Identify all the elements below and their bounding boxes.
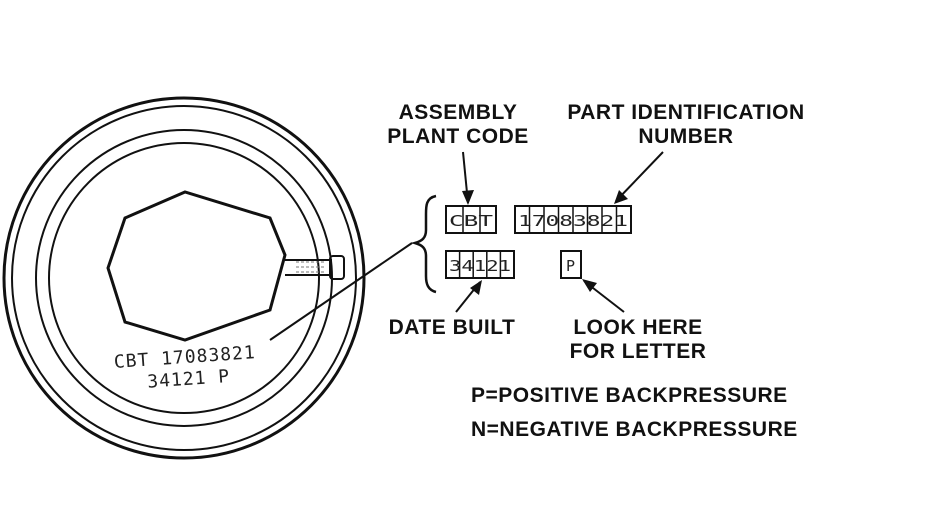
positive-legend: P=POSITIVE BACKPRESSURE [471,384,788,407]
letter-box: P [560,250,582,279]
part-label-line-2: NUMBER [638,125,733,148]
stamp-leader-line [269,242,413,341]
plant-code-box: CBT [445,205,497,234]
valve-body [2,96,366,460]
part-arrow-head [614,190,628,204]
plant-code-value: CBT [449,212,493,230]
date-code-value: 34121 [449,257,511,275]
look-label-line-1: LOOK HERE [573,316,702,339]
part-number-value: 17083821 [518,212,628,230]
date-built-label: DATE BUILT [389,316,516,339]
date-arrow-head [470,280,482,295]
assembly-arrow-head [462,190,474,205]
negative-legend: N=NEGATIVE BACKPRESSURE [471,418,798,441]
assembly-label-line-1: ASSEMBLY [399,101,518,124]
look-arrow-head [582,279,597,292]
letter-value: P [566,257,575,275]
diaphragm-plate [106,190,287,342]
date-code-box: 34121 [445,250,515,279]
look-label-line-2: FOR LETTER [570,340,707,363]
assembly-label-line-2: PLANT CODE [387,125,529,148]
curly-bracket [410,194,437,294]
part-number-box: 17083821 [514,205,632,234]
part-pointer-line [615,151,664,202]
vacuum-nipple [285,255,345,280]
stamp-line-2: 34121 P [147,366,231,393]
part-label-line-1: PART IDENTIFICATION [567,101,804,124]
